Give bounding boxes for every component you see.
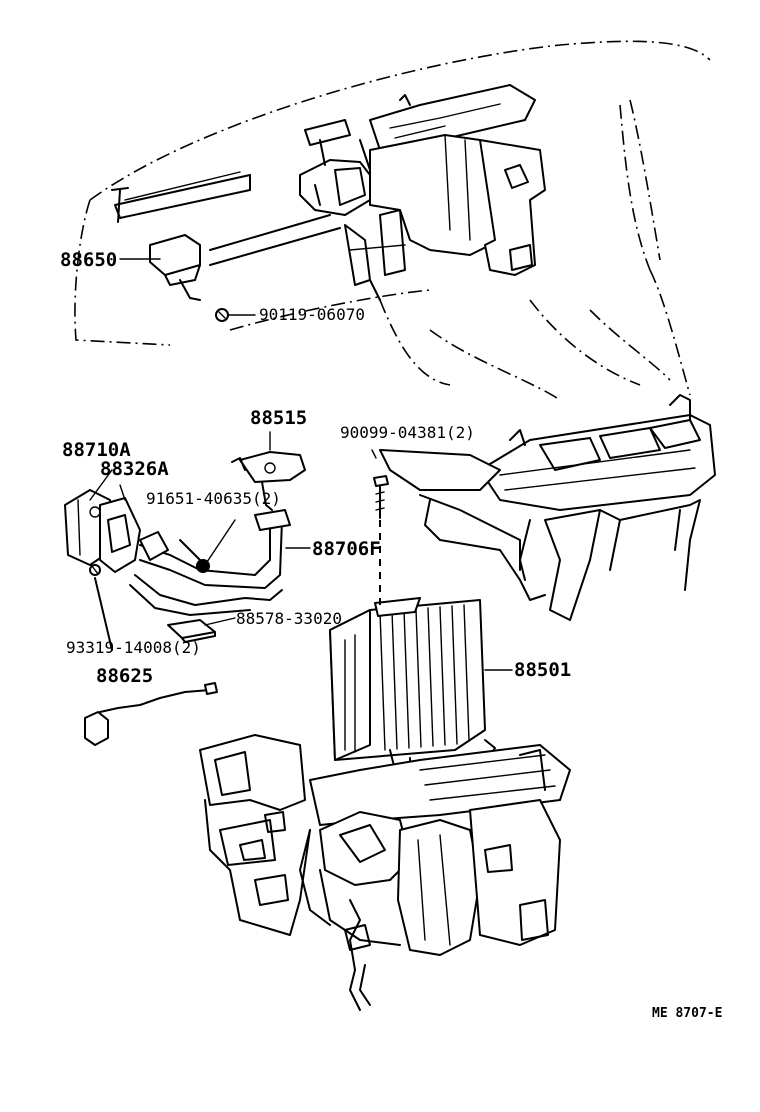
footer-code: ME 8707-E bbox=[652, 1006, 722, 1021]
label-91651-40635: 91651-40635(2) bbox=[146, 489, 281, 508]
label-88578-33020: 88578-33020 bbox=[236, 609, 342, 628]
seal-pad bbox=[167, 619, 216, 643]
label-88625: 88625 bbox=[96, 665, 153, 687]
expansion-valve-group bbox=[64, 489, 141, 651]
upper-heater-assembly bbox=[111, 84, 546, 301]
label-88710a: 88710A bbox=[62, 439, 131, 461]
label-90099-04381: 90099-04381(2) bbox=[340, 423, 475, 442]
label-88501: 88501 bbox=[514, 659, 571, 681]
evaporator-core bbox=[329, 597, 496, 773]
label-93319-14008: 93319-14008(2) bbox=[66, 638, 201, 657]
dashboard-outline bbox=[74, 40, 711, 401]
label-88706f: 88706F bbox=[312, 538, 381, 560]
label-88650: 88650 bbox=[60, 249, 117, 271]
label-88326a: 88326A bbox=[100, 458, 169, 480]
label-88515: 88515 bbox=[250, 407, 307, 429]
label-90119-06070: 90119-06070 bbox=[259, 305, 365, 324]
callout-labels: 88650 90119-06070 88515 90099-04381(2) 8… bbox=[60, 249, 722, 1021]
leader-lines bbox=[89, 258, 513, 671]
pressure-switch bbox=[231, 451, 306, 511]
lower-case-assembly bbox=[199, 734, 571, 1011]
bolt-90119 bbox=[215, 308, 229, 322]
bolt-90099 bbox=[371, 449, 389, 610]
thermistor bbox=[84, 682, 218, 746]
upper-duct-assembly bbox=[379, 394, 716, 621]
cooler-tubes bbox=[129, 509, 291, 616]
